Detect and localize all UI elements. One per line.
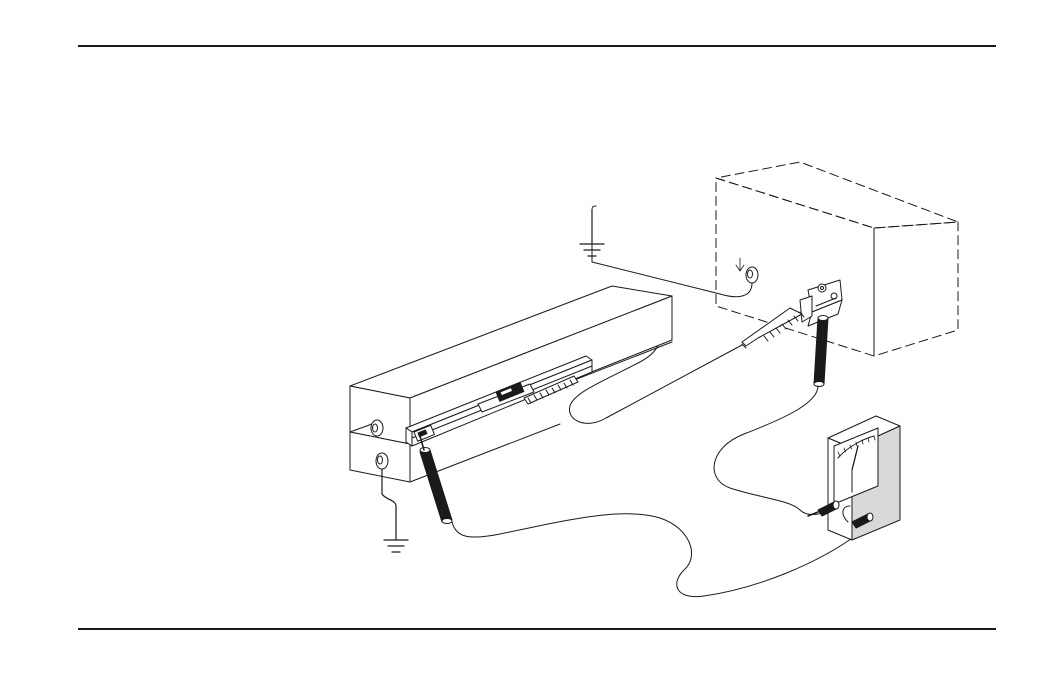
lead-wire-scale [452,514,858,597]
ground-terminal-table-lower [376,453,388,469]
control-unit-housing [716,162,958,356]
test-lead-scale [420,436,452,524]
ground-terminal-unit [736,258,758,283]
machine-table [350,286,672,482]
ground-wire-unit [592,206,752,297]
ground-terminal-table-upper [371,420,383,436]
ground-symbol-table [382,469,408,552]
lead-wire-unit [714,386,826,515]
ohmmeter [808,416,900,540]
test-lead-unit [814,316,828,387]
cable-strain-relief [742,308,804,348]
